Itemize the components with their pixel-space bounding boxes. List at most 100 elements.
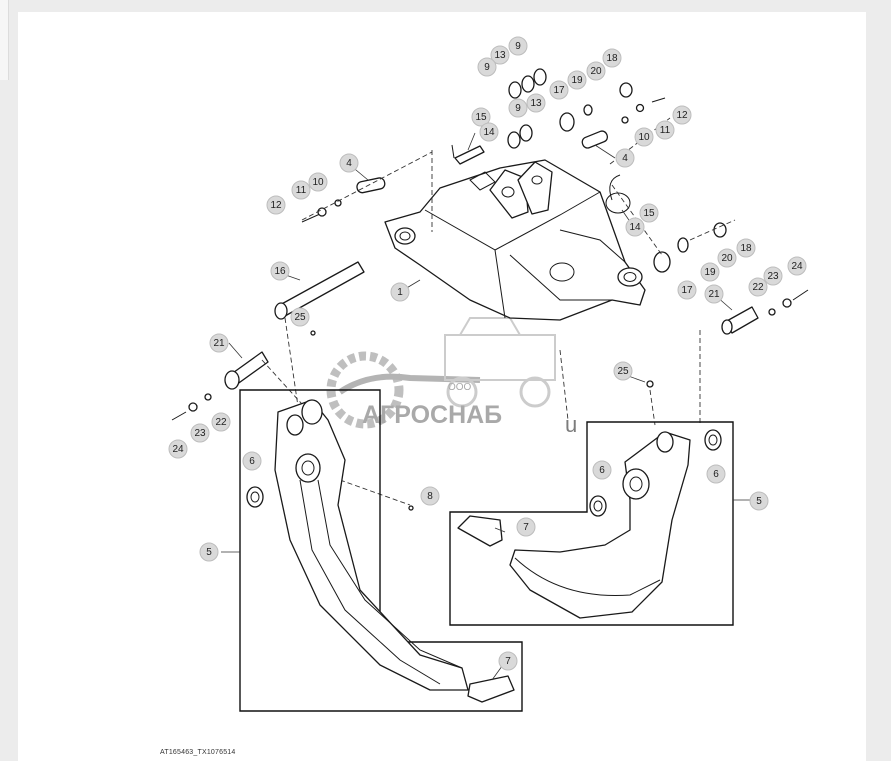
callout-8: 8 xyxy=(420,486,440,506)
callout-6: 6 xyxy=(242,451,262,471)
callout-label: 4 xyxy=(622,153,628,164)
callout-21: 21 xyxy=(209,333,229,353)
callout-6: 6 xyxy=(592,460,612,480)
callout-label: 24 xyxy=(172,444,184,455)
callout-11: 11 xyxy=(655,120,675,140)
callout-label: 13 xyxy=(494,50,506,61)
callout-25: 25 xyxy=(613,361,633,381)
callout-13: 13 xyxy=(490,45,510,65)
long-shank-detail xyxy=(239,389,523,712)
callout-label: 21 xyxy=(708,289,720,300)
watermark-prefix: ООО xyxy=(448,382,472,393)
callout-label: 24 xyxy=(791,261,803,272)
callout-20: 20 xyxy=(586,61,606,81)
callout-9: 9 xyxy=(508,36,528,56)
callout-label: 15 xyxy=(475,112,487,123)
callout-label: 22 xyxy=(215,417,227,428)
callout-10: 10 xyxy=(634,127,654,147)
callout-label: 20 xyxy=(590,66,602,77)
figure-reference: AT165463_TX1076514 xyxy=(160,749,236,756)
callout-label: 21 xyxy=(213,338,225,349)
callout-15: 15 xyxy=(471,107,491,127)
callout-7: 7 xyxy=(498,651,518,671)
watermark-name: АГРОСНАБ xyxy=(362,401,502,429)
callout-label: 17 xyxy=(553,85,565,96)
callout-10: 10 xyxy=(308,172,328,192)
hardware-parts xyxy=(171,68,809,511)
callout-label: 7 xyxy=(505,656,511,667)
callout-23: 23 xyxy=(763,266,783,286)
callout-label: 16 xyxy=(274,266,286,277)
callout-label: 20 xyxy=(721,253,733,264)
callout-18: 18 xyxy=(736,238,756,258)
callout-label: 25 xyxy=(617,366,629,377)
callout-14: 14 xyxy=(625,217,645,237)
callout-19: 19 xyxy=(700,262,720,282)
callout-label: 8 xyxy=(427,491,433,502)
callout-12: 12 xyxy=(672,105,692,125)
callout-label: 15 xyxy=(643,208,655,219)
callout-22: 22 xyxy=(211,412,231,432)
callout-label: 11 xyxy=(296,185,307,196)
callout-24: 24 xyxy=(787,256,807,276)
callout-label: 23 xyxy=(194,428,206,439)
callout-label: 9 xyxy=(484,62,490,73)
callout-24: 24 xyxy=(168,439,188,459)
callout-label: 6 xyxy=(599,465,605,476)
callout-7: 7 xyxy=(516,517,536,537)
callout-12: 12 xyxy=(266,195,286,215)
callout-25: 25 xyxy=(290,307,310,327)
callout-18: 18 xyxy=(602,48,622,68)
callout-19: 19 xyxy=(567,70,587,90)
callout-label: 1 xyxy=(397,287,403,298)
callout-label: 10 xyxy=(638,132,650,143)
callout-label: 6 xyxy=(713,469,719,480)
curved-shank-detail xyxy=(449,421,734,626)
callout-label: 4 xyxy=(346,158,352,169)
callout-label: 12 xyxy=(270,200,282,211)
callout-5: 5 xyxy=(199,542,219,562)
watermark-logo: ООО АГРОСНАБ u xyxy=(326,317,577,437)
callout-label: 7 xyxy=(523,522,529,533)
callout-label: 9 xyxy=(515,103,521,114)
callout-label: 22 xyxy=(752,282,764,293)
callout-label: 11 xyxy=(660,125,671,136)
callout-15: 15 xyxy=(639,203,659,223)
callout-13: 13 xyxy=(526,93,546,113)
callout-label: 5 xyxy=(206,547,212,558)
callout-label: 25 xyxy=(294,312,306,323)
callout-label: 12 xyxy=(676,110,688,121)
callout-label: 6 xyxy=(249,456,255,467)
diagram-sheet xyxy=(18,12,866,761)
callout-label: 23 xyxy=(767,271,779,282)
callout-17: 17 xyxy=(549,80,569,100)
callout-label: 13 xyxy=(530,98,542,109)
callout-21: 21 xyxy=(704,284,724,304)
callout-label: 19 xyxy=(704,267,716,278)
callout-9: 9 xyxy=(477,57,497,77)
ripper-bracket xyxy=(384,159,646,321)
page-left-edge xyxy=(0,0,9,80)
callout-label: 14 xyxy=(629,222,641,233)
callout-label: 5 xyxy=(756,496,762,507)
callout-23: 23 xyxy=(190,423,210,443)
callout-9: 9 xyxy=(508,98,528,118)
callout-6: 6 xyxy=(706,464,726,484)
callout-4: 4 xyxy=(339,153,359,173)
callout-20: 20 xyxy=(717,248,737,268)
callout-label: 18 xyxy=(606,53,618,64)
callout-label: 18 xyxy=(740,243,752,254)
callout-label: 19 xyxy=(571,75,583,86)
callout-label: 17 xyxy=(681,285,693,296)
callout-11: 11 xyxy=(291,180,311,200)
callout-label: 14 xyxy=(483,127,495,138)
watermark-suffix: u xyxy=(565,412,577,437)
callout-14: 14 xyxy=(479,122,499,142)
callout-5: 5 xyxy=(749,491,769,511)
callout-22: 22 xyxy=(748,277,768,297)
callout-1: 1 xyxy=(390,282,410,302)
callout-16: 16 xyxy=(270,261,290,281)
callout-label: 10 xyxy=(312,177,324,188)
